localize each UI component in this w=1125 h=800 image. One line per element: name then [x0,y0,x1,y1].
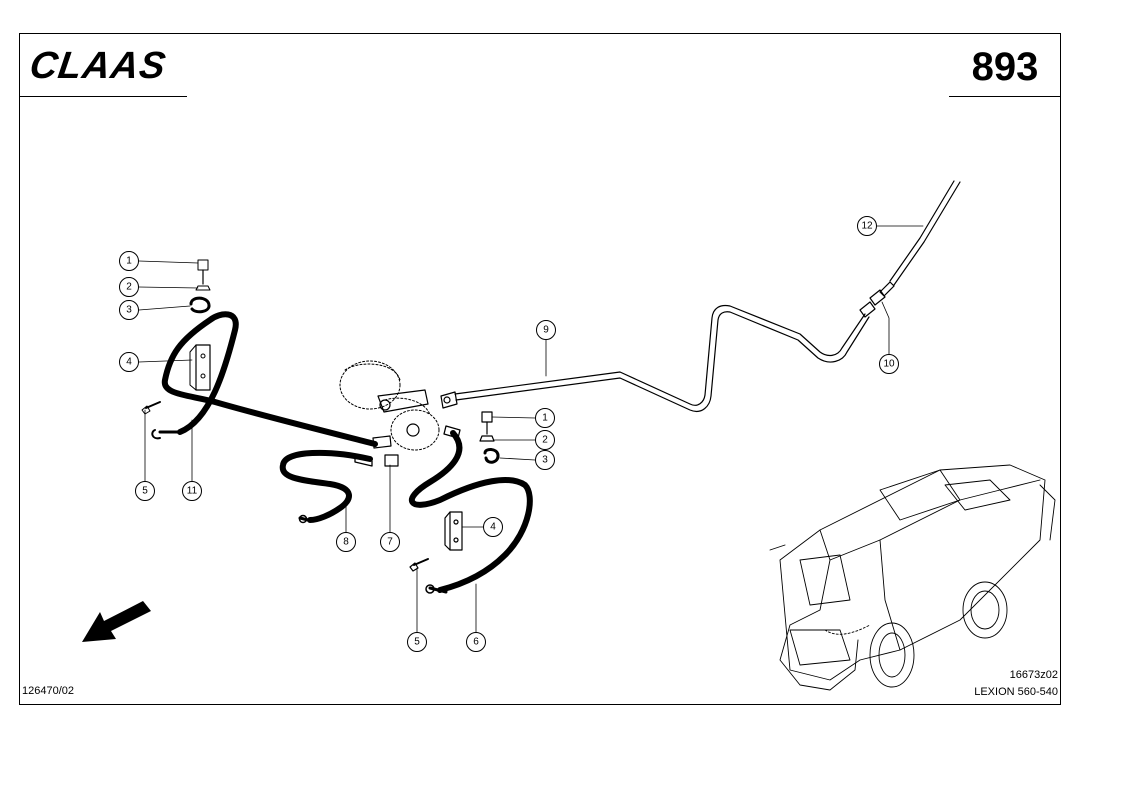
page-number: 893 [971,45,1039,89]
callout-circle-6 [466,632,486,652]
callout-label-2b: 2 [542,435,548,446]
callout-label-5a: 5 [142,486,148,497]
callout-label-6: 6 [473,637,479,648]
callout-circle-9 [536,320,556,340]
combine-harvester-icon [769,464,1056,691]
callout-circle-3a [119,300,139,320]
drawing-id: 126470/02 [22,685,74,697]
callout-circle-11 [182,481,202,501]
page-number-underline [949,96,1061,97]
drawing-frame [19,33,1061,705]
callout-label-2a: 2 [126,282,132,293]
callout-circle-1b [535,408,555,428]
callout-circle-5b [407,632,427,652]
callout-label-1a: 1 [126,256,132,267]
callout-label-3a: 3 [126,305,132,316]
callout-circle-7 [380,532,400,552]
left-hose-bracket-assembly [141,259,211,415]
hose-11 [161,311,378,447]
callout-circle-5a [135,481,155,501]
callout-circle-8 [336,532,356,552]
pipe-12 [889,180,961,286]
model-name: LEXION 560-540 [974,686,1058,698]
image-code: 16673z02 [1009,669,1058,681]
callout-circle-2a [119,277,139,297]
direction-arrow-icon [82,601,151,642]
callout-label-1b: 1 [542,413,548,424]
callout-label-3b: 3 [542,455,548,466]
brand-underline [19,96,187,97]
callout-label-12: 12 [861,221,873,232]
callout-label-10: 10 [883,359,895,370]
callout-label-5b: 5 [414,637,420,648]
callout-label-4b: 4 [490,522,496,533]
callout-circle-2b [535,430,555,450]
fitting-10 [859,281,895,318]
callout-label-4a: 4 [126,357,132,368]
callout-circle-4a [119,352,139,372]
hose-8 [279,449,373,523]
callout-circle-3b [535,450,555,470]
callout-circle-12 [857,216,877,236]
callout-circle-4b [483,517,503,537]
right-hose-bracket-assembly [409,411,500,572]
callout-circle-10 [879,354,899,374]
callout-label-7: 7 [387,537,393,548]
callout-label-11: 11 [187,486,198,497]
pipe-9 [440,304,870,412]
leader-lines [138,225,924,633]
valve-block [339,360,440,451]
callout-label-8: 8 [343,537,349,548]
hose-6 [408,430,533,593]
callout-label-9: 9 [543,325,549,336]
callout-circle-1a [119,251,139,271]
